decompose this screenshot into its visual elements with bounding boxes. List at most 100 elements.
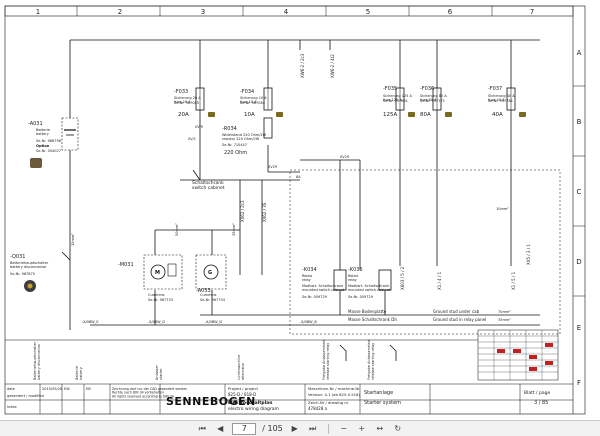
title-block: date geaendert / modified Index 2015/05/… [5, 384, 573, 414]
battery-option-part: Se-Nr. 004027 [36, 149, 61, 153]
relay-id: -K035 [348, 267, 363, 273]
svg-text:Batteriebattery: Batteriebattery [75, 366, 83, 380]
svg-text:0V29: 0V29 [268, 165, 277, 169]
wiring-lines [69, 39, 540, 330]
fuse-rating: 40A [492, 112, 503, 118]
fuse-holder-icons [208, 112, 526, 117]
svg-text:0V/1: 0V/1 [188, 137, 196, 141]
system-en: Starter system [364, 400, 401, 406]
drawing-value: 478428 a [308, 406, 328, 411]
alternator-a033: G -A033 Cummins Se-Nr. 967734 [195, 254, 227, 302]
fuse-rating: 80A [420, 112, 431, 118]
svg-text:M: M [155, 270, 160, 276]
relay-part: Se-Nr. 009729 [302, 295, 327, 299]
svg-text:XW6-2 / 2c3: XW6-2 / 2c3 [300, 53, 305, 78]
svg-text:XX5 / 3 / 1: XX5 / 3 / 1 [526, 244, 531, 265]
column-number: 7 [530, 8, 534, 16]
svg-text:15mm²: 15mm² [71, 233, 75, 246]
column-number: 5 [366, 8, 370, 16]
svg-text:Ground stud under cab: Ground stud under cab [433, 309, 480, 314]
fuse-part: Se-Nr. 937661 [383, 99, 408, 103]
fit-width-icon[interactable]: ↔ [376, 424, 384, 433]
svg-text:Freigabe Anlasserrelaisrelease: Freigabe Anlasserrelaisrelease starting … [322, 339, 330, 380]
zoom-in-icon[interactable]: + [358, 424, 366, 433]
starter-part: Se-Nr. 967733 [148, 298, 173, 302]
svg-text:X1 / 5 / 1: X1 / 5 / 1 [511, 271, 516, 290]
alternator-id: -A033 [196, 288, 211, 294]
release-relay-symbols [339, 344, 397, 361]
svg-text:Batteriehauptschalterbattery d: Batteriehauptschalterbattery disconnecto… [33, 341, 41, 380]
row-letter: F [577, 379, 581, 387]
fuse-id: -F033 [174, 89, 188, 95]
fuse-part: Se-Nr. 967084 [240, 101, 266, 105]
fuse-part: Se-Nr. 967085 [174, 101, 199, 105]
pdf-viewer-toolbar: ⏮ ◀ 7 / 105 ▶ ⏭ − + ↔ ↻ [0, 420, 600, 436]
bottom-captions: Batteriehauptschalterbattery disconnecto… [33, 339, 375, 380]
svg-text:G: G [208, 270, 212, 276]
column-number: 6 [448, 8, 453, 16]
disconnector-part: Se-Nr. 967875 [10, 272, 35, 276]
rotate-icon[interactable]: ↻ [394, 424, 402, 433]
title-block-index: Index [7, 405, 17, 409]
last-page-icon[interactable]: ⏭ [309, 423, 317, 433]
svg-text:Masse Bodenplatte: Masse Bodenplatte [348, 309, 387, 314]
revision-name: EW [64, 387, 70, 391]
previous-page-icon[interactable]: ◀ [217, 424, 224, 433]
svg-text:-X/0BW_E: -X/0BW_E [82, 320, 99, 324]
alternator-part: Se-Nr. 967734 [200, 298, 226, 302]
fuse-id: -F034 [240, 89, 254, 95]
wire-labels: 0V/1 0V/9 0V29 0V29 8A XW6-2 / 2c3 XW6-2… [71, 53, 531, 324]
cross-reference-table [477, 329, 559, 381]
schema-value: electro wiring diagram [228, 406, 279, 412]
fuse-part: Se-Nr. 937771 [420, 99, 445, 103]
svg-text:Anlasserstarter: Anlasserstarter [155, 364, 163, 380]
zoom-out-icon[interactable]: − [340, 424, 348, 433]
title-block-modified: geaendert / modified [7, 394, 44, 398]
starter-m031: M -M031 Cummins Se-Nr. 967733 [118, 254, 183, 302]
starter-caption: Cummins [148, 293, 165, 297]
fuse-id: -F035 [383, 86, 397, 92]
fuse-rating: 125A [383, 112, 397, 118]
svg-text:35mm²: 35mm² [498, 318, 511, 322]
starter-id: -M031 [118, 262, 134, 268]
svg-text:35mm²: 35mm² [232, 223, 236, 236]
resistor-part: Se-Nr. 710447 [222, 143, 247, 147]
svg-text:-X/0BW_D: -X/0BW_D [205, 320, 222, 324]
svg-text:XW6-2 / 4t2: XW6-2 / 4t2 [330, 54, 335, 78]
copyright-notice: Zeichnung darf nur der CAD geaendert wer… [112, 387, 187, 398]
resistor-id: -R034 [222, 126, 237, 132]
sheet-value: 3 / 85 [534, 400, 548, 406]
schema-label: Elektroschaltplan [228, 400, 272, 406]
svg-text:8A: 8A [296, 175, 301, 179]
switch-cabinet-outline [289, 169, 561, 335]
project-value: 825-D / 818-D [228, 392, 256, 397]
svg-text:Ground stud in relay panel: Ground stud in relay panel [433, 317, 486, 322]
first-page-icon[interactable]: ⏮ [198, 423, 206, 433]
row-letter: C [577, 188, 582, 196]
svg-text:50mm²: 50mm² [175, 223, 179, 236]
next-page-icon[interactable]: ▶ [291, 424, 298, 433]
column-number: 1 [36, 8, 40, 16]
resistor-value: 220 Ohm [224, 150, 247, 156]
page-number-input[interactable]: 7 [232, 422, 257, 435]
svg-text:0V/9: 0V/9 [195, 125, 203, 129]
disconnector-id: -Q031 [10, 254, 25, 260]
title-block-date: date [7, 387, 15, 391]
svg-text:-X/0BW_B: -X/0BW_B [300, 320, 317, 324]
